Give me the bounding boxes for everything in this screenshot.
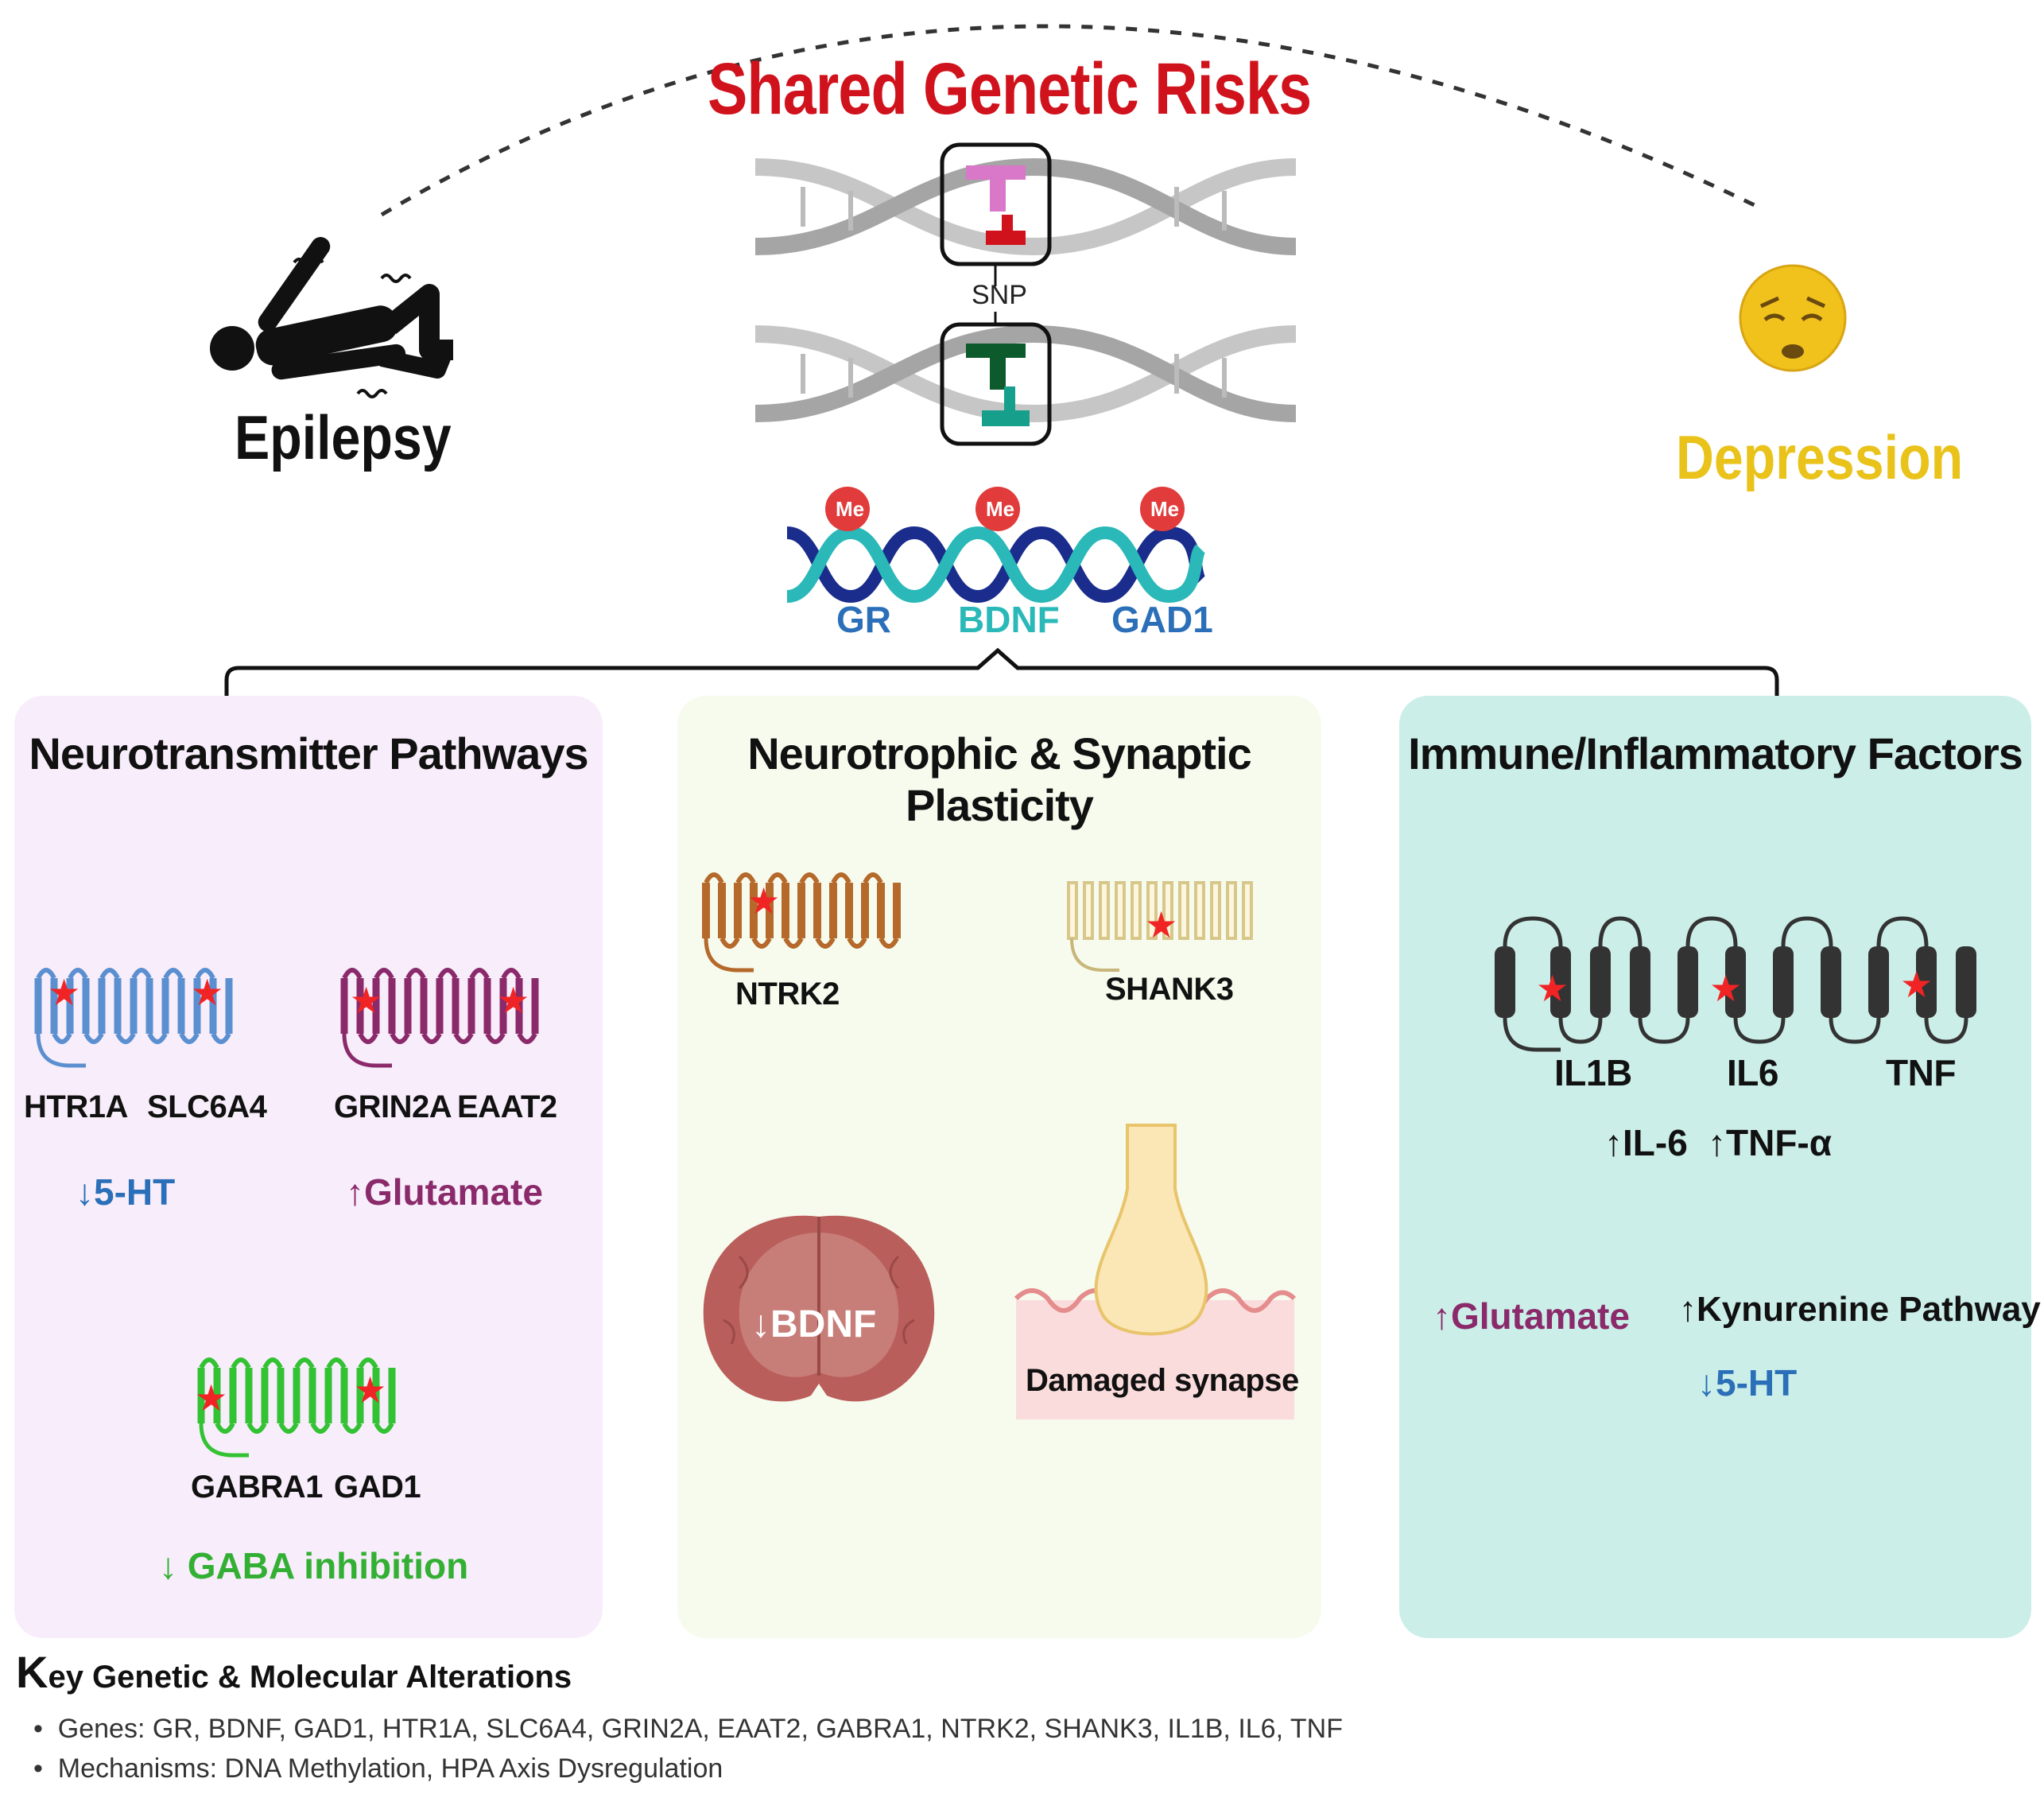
panel-title: Immune/Inflammatory Factors [1408,728,2023,779]
dna-snp-illustration [754,142,1297,446]
me-label: Me [836,497,865,521]
damaged-synapse-icon [1014,1124,1297,1419]
seizure-person-icon [210,237,454,398]
neurotransmitter-panel: Neurotransmitter Pathways [14,696,603,1638]
me-label: Me [1150,497,1180,521]
cytokine-receptor-icon [1495,916,1976,1052]
gene-label-eaat2: EAAT2 [457,1089,557,1124]
mutation-star-icon: ★ [497,980,530,1021]
mutation-star-icon: ★ [1536,968,1569,1009]
bdnf-decrease: ↓BDNF [751,1303,877,1346]
neurotrophic-panel: Neurotrophic & Synaptic Plasticity [677,696,1321,1638]
gene-label-slc6a4: SLC6A4 [147,1089,267,1124]
mutation-star-icon: ★ [195,1377,228,1419]
key-item-genes: • Genes: GR, BDNF, GAD1, HTR1A, SLC6A4, … [33,1714,1343,1745]
mutation-star-icon: ★ [350,980,383,1021]
serotonin-decrease: ↓5-HT [1697,1362,1798,1404]
gene-label-tnf: TNF [1886,1052,1956,1093]
methylation-helix [785,526,1206,604]
brain-icon [703,1215,935,1402]
gene-label-il1b: IL1B [1554,1052,1632,1093]
shank3-receptor-icon [1067,881,1253,972]
glutamate-increase: ↑Glutamate [1433,1295,1630,1337]
key-heading: Key Genetic & Molecular Alterations [16,1646,572,1698]
panel-brace [224,647,1779,700]
mutation-star-icon: ★ [354,1369,387,1411]
key-item-text: Genes: GR, BDNF, GAD1, HTR1A, SLC6A4, GR… [57,1714,1343,1744]
gene-label-gad1: GAD1 [334,1470,421,1505]
epilepsy-label: Epilepsy [235,402,452,472]
glutamate-increase: ↑Glutamate [346,1171,543,1213]
sad-face-icon [1739,264,1847,372]
kynurenine-increase: ↑Kynurenine Pathway [1679,1290,2041,1329]
gene-label-gr: GR [836,599,891,640]
panel-title: Neurotrophic & Synaptic Plasticity [747,728,1252,830]
mutation-star-icon: ★ [1709,968,1743,1009]
gene-label-bdnf: BDNF [958,599,1060,640]
gaba-inhibition-decrease: ↓ GABA inhibition [159,1545,469,1586]
methyl-group-icon [1140,487,1185,531]
key-item-text: Mechanisms: DNA Methylation, HPA Axis Dy… [57,1753,723,1784]
key-item-mechanisms: • Mechanisms: DNA Methylation, HPA Axis … [33,1753,723,1784]
gene-label-gad1: GAD1 [1111,599,1213,640]
gene-label-gabra1: GABRA1 [191,1470,323,1505]
gene-label-il6: IL6 [1727,1052,1778,1093]
bullet: • [33,1753,58,1784]
bullet: • [33,1714,58,1744]
key-first-letter: K [16,1647,48,1697]
il6-increase: ↑IL-6 [1604,1122,1688,1163]
methyl-group-icon [825,487,870,531]
ntrk2-receptor-icon [702,872,901,973]
gene-label-shank3: SHANK3 [1105,972,1234,1007]
mutation-star-icon: ★ [1145,904,1178,946]
immune-panel: Immune/Inflammatory Factors [1399,696,2031,1638]
snp-label: SNP [972,280,1027,310]
panel-title: Neurotransmitter Pathways [29,728,588,779]
mutation-star-icon: ★ [747,880,781,922]
gabra1-gad1-receptor-icon [197,1357,396,1458]
tnf-alpha-increase: ↑TNF-α [1708,1122,1833,1163]
grin2a-eaat2-receptor-icon [340,968,539,1068]
gene-label-ntrk2: NTRK2 [735,977,840,1012]
key-heading-text: ey Genetic & Molecular Alterations [48,1660,572,1695]
me-label: Me [986,497,1015,521]
serotonin-decrease: ↓5-HT [76,1171,176,1213]
damaged-synapse-label: Damaged synapse [1026,1363,1299,1398]
gene-label-grin2a: GRIN2A [334,1089,452,1124]
mutation-star-icon: ★ [191,972,224,1013]
mutation-star-icon: ★ [48,972,81,1013]
depression-label: Depression [1676,422,1964,492]
methyl-group-icon [975,487,1020,531]
mutation-star-icon: ★ [1900,964,1933,1005]
htr1a-slc6a4-receptor-icon [34,968,233,1068]
gene-label-htr1a: HTR1A [24,1089,128,1124]
main-title: Shared Genetic Risks [708,49,1312,130]
